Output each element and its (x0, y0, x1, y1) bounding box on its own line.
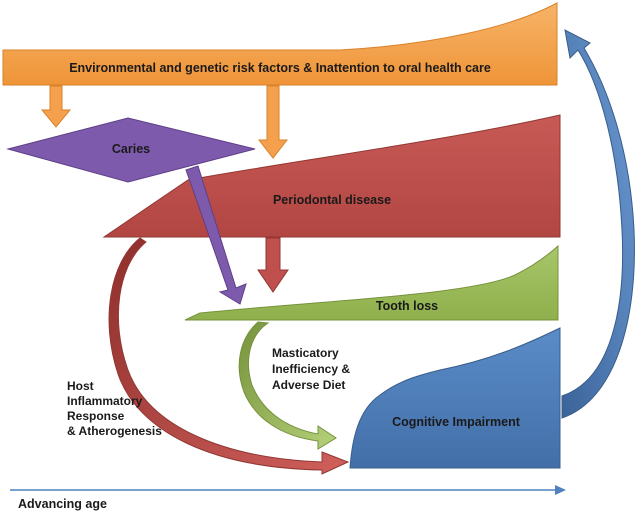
age-axis-arrowhead (555, 485, 566, 495)
periodontal-label: Periodontal disease (273, 193, 391, 207)
blue-feedback-arrow (561, 29, 635, 419)
caries-diamond (6, 117, 256, 183)
cognitive-band (349, 327, 561, 469)
tooth-loss-label: Tooth loss (376, 299, 438, 313)
periodontal-band (102, 114, 561, 238)
cognitive-label: Cognitive Impairment (392, 415, 521, 429)
red-curved-arrow (108, 237, 350, 475)
red-arrow-down (257, 237, 289, 293)
green-curved-arrow (238, 321, 337, 450)
orange-arrow-left (40, 85, 72, 128)
masticatory-label: Masticatory Inefficiency & Adverse Diet (272, 346, 353, 392)
orange-arrow-right (257, 85, 289, 159)
host-inflammatory-label: Host Inflammatory Response & Atherogenes… (67, 379, 162, 438)
purple-arrow (185, 165, 247, 305)
risk-factors-band (2, 2, 558, 86)
caries-label: Caries (112, 142, 150, 156)
risk-factors-label: Environmental and genetic risk factors &… (69, 61, 491, 75)
age-axis-label: Advancing age (18, 497, 107, 511)
tooth-loss-band (184, 244, 559, 321)
